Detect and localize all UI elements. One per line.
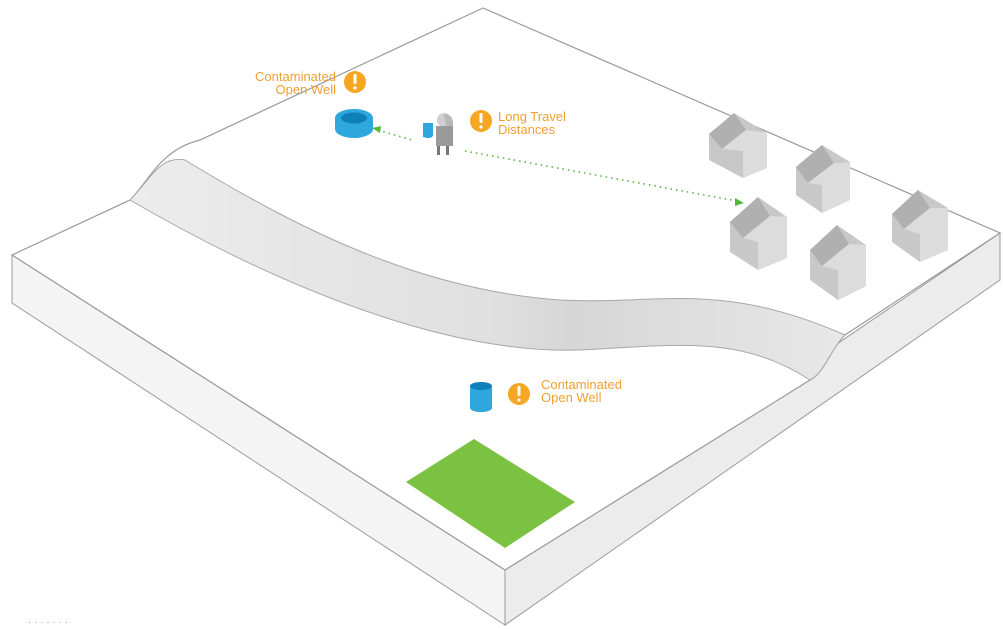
callout-well-bottom: Contaminated Open Well bbox=[541, 378, 661, 404]
warning-badge-well-bottom bbox=[508, 383, 530, 405]
callout-well-top-line2: Open Well bbox=[275, 82, 336, 97]
callout-well-bottom-line2: Open Well bbox=[541, 390, 602, 405]
warning-badge-travel bbox=[470, 110, 492, 132]
footer-fragment: · · · · · · · bbox=[28, 617, 68, 628]
house-4-icon bbox=[810, 225, 866, 300]
open-well-top-icon bbox=[335, 109, 373, 138]
travel-path-to-houses bbox=[464, 150, 738, 202]
travel-path-to-well bbox=[377, 129, 413, 141]
river-valley bbox=[129, 158, 846, 381]
callout-travel: Long Travel Distances bbox=[498, 110, 618, 136]
callout-well-top: Contaminated Open Well bbox=[216, 70, 336, 96]
callout-well-top-line1: Contaminated bbox=[255, 69, 336, 84]
path-arrow-right bbox=[735, 198, 744, 206]
callout-travel-line2: Distances bbox=[498, 122, 556, 137]
path-arrow-left bbox=[372, 126, 381, 133]
house-5-icon bbox=[892, 190, 948, 262]
open-well-bottom-icon bbox=[470, 382, 492, 412]
callout-well-bottom-line1: Contaminated bbox=[541, 377, 622, 392]
green-field bbox=[406, 439, 575, 548]
house-3-icon bbox=[730, 197, 787, 270]
warning-badge-well-top bbox=[344, 71, 366, 93]
house-1-icon bbox=[709, 113, 767, 178]
callout-travel-line1: Long Travel bbox=[498, 109, 566, 124]
house-2-icon bbox=[796, 145, 850, 213]
person-carrying-water-icon bbox=[423, 113, 454, 155]
